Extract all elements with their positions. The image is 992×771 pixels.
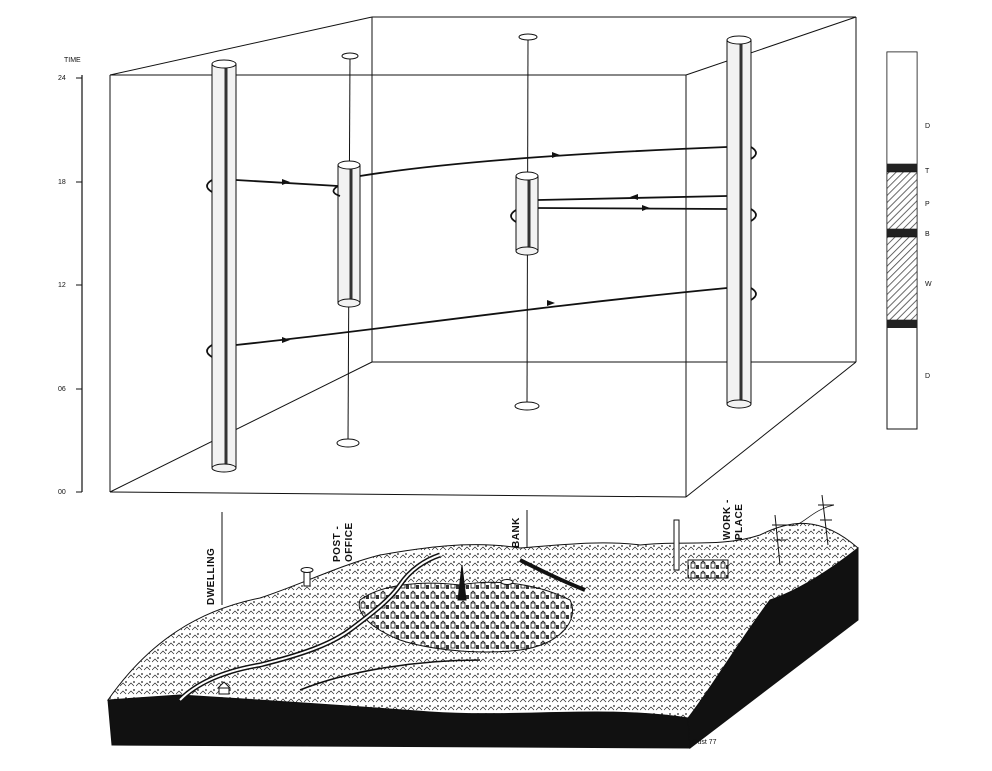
- post-office-label-line2: OFFICE: [344, 522, 355, 562]
- activity-legend-bar: D T P B W D: [886, 51, 932, 430]
- legend-code: T: [925, 168, 930, 175]
- post-office-cylinder-top: [337, 160, 361, 170]
- road: [519, 558, 586, 592]
- time-tick-label: 18: [58, 179, 66, 186]
- work-place-cylinder: [726, 39, 752, 405]
- box-front-bottom-edge: [109, 491, 687, 498]
- box-floor-back-left-edge: [109, 361, 373, 493]
- dwelling-label: DWELLING: [206, 548, 217, 605]
- legend-band-dwelling-evening: [886, 51, 918, 165]
- dwelling-cylinder-top: [211, 59, 237, 69]
- path-arrows: [282, 152, 650, 343]
- legend-code: D: [925, 373, 930, 380]
- power-pylon: [818, 494, 834, 546]
- legend-band-travel: [887, 229, 917, 237]
- factory-building: [687, 559, 729, 579]
- work-place-label-line1: WORK -: [722, 499, 733, 540]
- post-office-top-ellipse: [341, 52, 359, 60]
- path-dwelling-to-workplace-morning: [235, 287, 728, 346]
- landscape-block: [106, 494, 859, 749]
- road: [299, 659, 481, 691]
- path-post-office-to-workplace: [359, 146, 728, 177]
- bank-marker: [500, 579, 514, 585]
- time-axis-title: TIME: [64, 57, 81, 64]
- bank-base-ellipse: [514, 401, 540, 411]
- time-tick-label: 12: [58, 282, 66, 289]
- legend-code: P: [925, 201, 930, 208]
- post-office-base-ellipse: [336, 438, 360, 448]
- time-tick-label: 06: [58, 386, 66, 393]
- time-tick-label: 24: [58, 75, 66, 82]
- post-office-marker: [303, 571, 311, 587]
- artist-credit: Gust 77: [692, 739, 717, 746]
- box-top-right-edge: [685, 16, 857, 76]
- work-place-label-line2: PLACE: [734, 504, 745, 540]
- river-highlight: [179, 554, 441, 701]
- box-back-top-left-edge: [109, 16, 373, 76]
- activity-cylinders: [211, 35, 752, 473]
- bank-cylinder-top: [515, 171, 539, 181]
- legend-band-post-office: [886, 171, 918, 230]
- bank-cylinder: [515, 175, 539, 252]
- post-office-cylinder: [337, 164, 361, 304]
- bank-top-ellipse: [518, 33, 538, 41]
- power-pylon: [772, 514, 788, 566]
- legend-code: W: [925, 281, 932, 288]
- factory-chimney: [673, 519, 680, 571]
- path-workplace-to-bank: [537, 195, 728, 201]
- station-stems: [336, 33, 540, 448]
- dwelling-cylinder: [211, 63, 237, 469]
- space-time-path: [206, 146, 757, 358]
- legend-band-work: [886, 236, 918, 321]
- town-cluster: [358, 581, 573, 653]
- bank-label: BANK: [511, 517, 522, 548]
- time-tick-label: 00: [58, 489, 66, 496]
- church-spire: [457, 564, 467, 601]
- legend-code: D: [925, 123, 930, 130]
- legend-code: B: [925, 231, 930, 238]
- time-axis: TIME 24 18 12 06 00: [58, 57, 83, 496]
- place-labels: DWELLING POST - OFFICE BANK WORK - PLACE: [206, 499, 745, 605]
- post-office-label-line1: POST -: [332, 526, 343, 562]
- box-floor-right-edge: [685, 361, 857, 498]
- legend-band-travel: [887, 164, 917, 172]
- work-place-cylinder-top: [726, 35, 752, 45]
- legend-band-travel: [887, 320, 917, 328]
- path-bank-to-workplace: [537, 207, 728, 210]
- power-line: [787, 504, 835, 527]
- space-time-box: [109, 16, 857, 498]
- dwelling-marker: [216, 681, 232, 695]
